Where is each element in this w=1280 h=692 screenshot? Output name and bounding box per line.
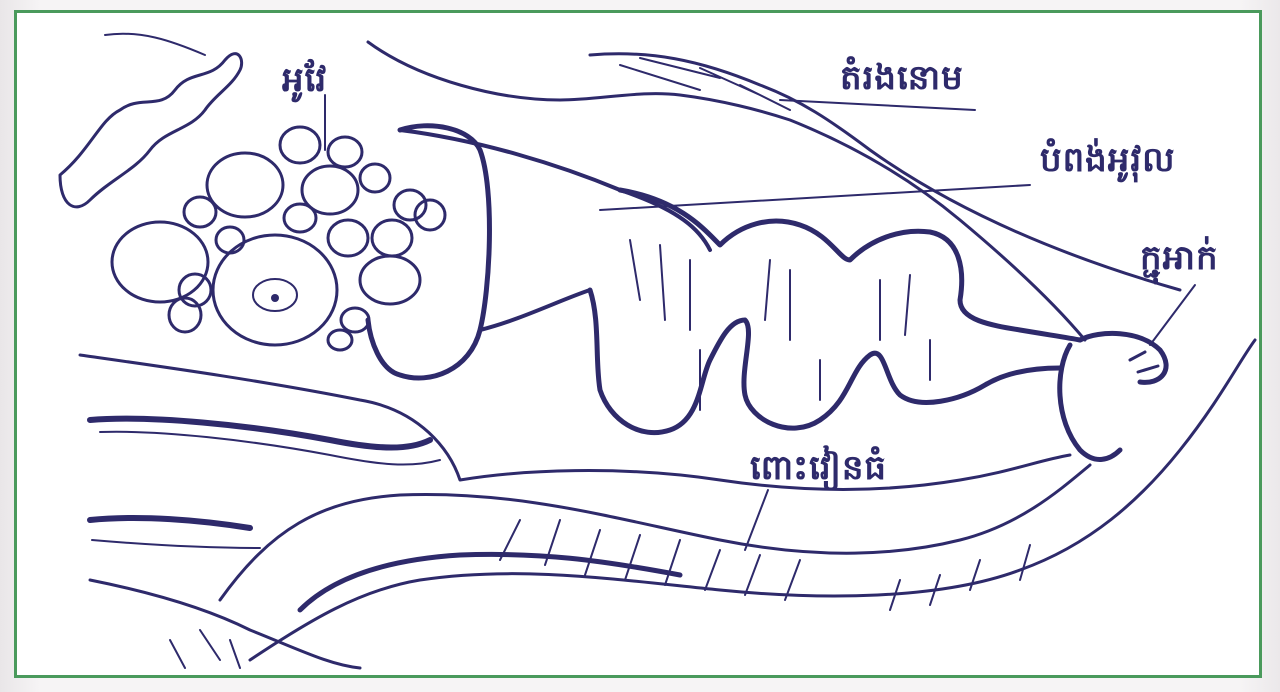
follicle bbox=[360, 164, 390, 192]
anatomy-illustration bbox=[17, 13, 1259, 675]
fimbriae-bulb bbox=[1060, 333, 1166, 459]
follicle bbox=[328, 330, 352, 350]
follicle bbox=[328, 220, 368, 256]
follicle bbox=[394, 190, 426, 220]
follicle bbox=[184, 197, 216, 227]
intestine-hatch bbox=[500, 520, 1030, 610]
fimbriae-tips bbox=[1130, 352, 1158, 372]
fallopian-tube bbox=[368, 126, 1080, 433]
label-ligament: តំរងនោម bbox=[840, 56, 964, 106]
intestine-bottom bbox=[250, 340, 1255, 660]
follicle bbox=[207, 153, 283, 217]
bottom-left-hatch bbox=[170, 630, 240, 668]
tube-coil-lower bbox=[590, 290, 1060, 433]
peritoneum-outline bbox=[60, 54, 242, 207]
ligament-outline bbox=[368, 42, 1085, 340]
follicle bbox=[280, 127, 320, 163]
leader-fimbriae bbox=[1150, 285, 1195, 345]
tissue-band-mid-inner bbox=[92, 540, 260, 548]
label-fallopian-tube: បំពង់អូវុល bbox=[1040, 138, 1176, 188]
peritoneum-fold bbox=[105, 34, 205, 55]
tube-coil-hatch bbox=[630, 240, 930, 410]
tissue-band-mid bbox=[90, 518, 250, 528]
follicle bbox=[328, 137, 362, 167]
follicle-center bbox=[271, 294, 279, 302]
follicle bbox=[112, 222, 208, 302]
label-large-intestine: ពោះវៀនធំ bbox=[750, 446, 887, 496]
follicle bbox=[284, 204, 316, 232]
follicle bbox=[216, 227, 244, 253]
follicle bbox=[415, 200, 445, 230]
leader-colon bbox=[745, 490, 768, 550]
follicle bbox=[360, 256, 420, 304]
follicle bbox=[372, 220, 412, 256]
tube-funnel-rim bbox=[368, 126, 489, 378]
tissue-band-arc bbox=[300, 554, 680, 610]
ovary-follicles bbox=[112, 127, 445, 350]
label-ovary: អូវែ bbox=[282, 58, 327, 108]
label-fimbriae: ក្ជុអាក់ bbox=[1140, 236, 1219, 286]
follicle bbox=[341, 308, 369, 332]
